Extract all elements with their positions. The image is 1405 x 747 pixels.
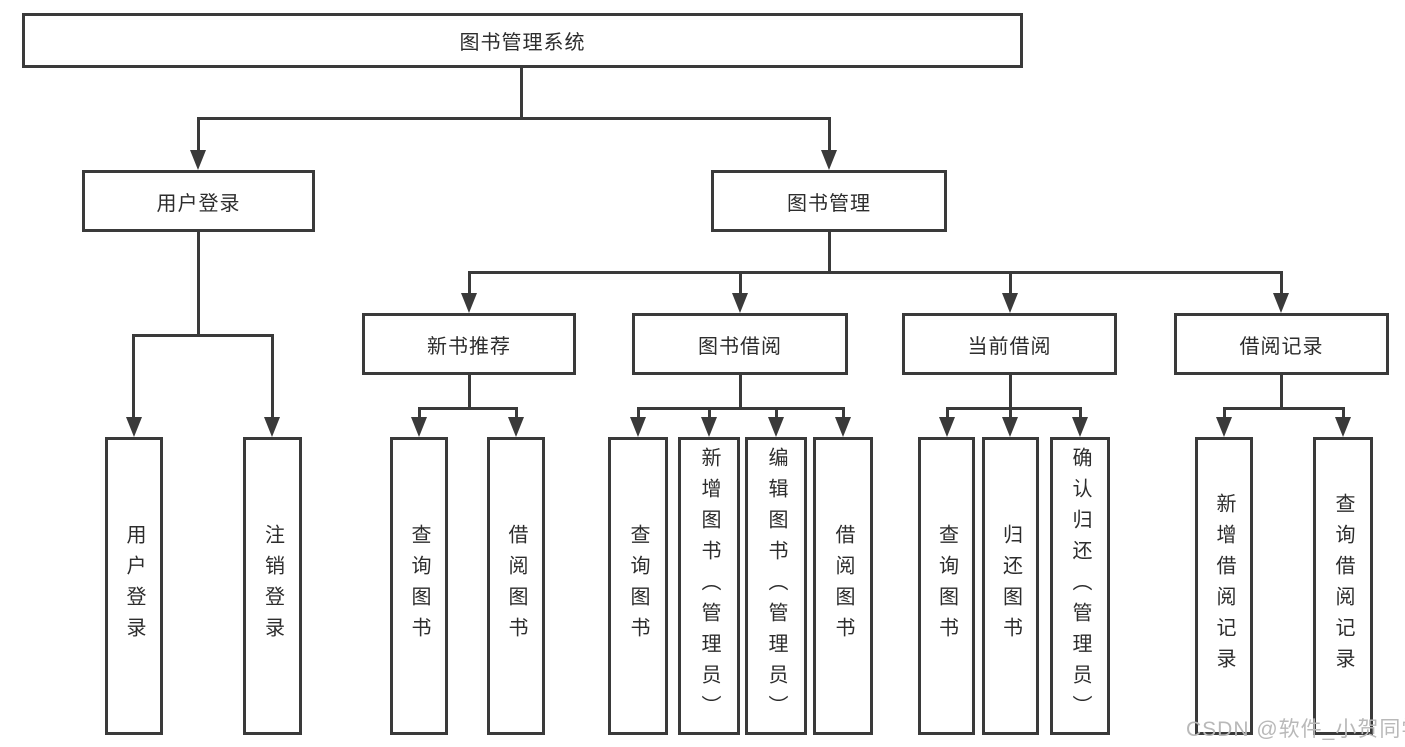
connector-stem [468, 375, 471, 409]
connector-drop [775, 407, 778, 419]
arrow-down-icon [939, 417, 955, 437]
arrow-down-icon [1072, 417, 1088, 437]
arrow-down-icon [1335, 417, 1351, 437]
connector-root-stem [520, 68, 523, 120]
connector-rail [418, 407, 518, 410]
node-nbr-query-books: 查询图书 [390, 437, 448, 735]
node-nbr-borrow-books: 借阅图书 [487, 437, 545, 735]
node-label: 用户登录 [123, 524, 145, 648]
node-br-query-record: 查询借阅记录 [1313, 437, 1373, 735]
node-label: 借阅图书 [832, 524, 854, 648]
connector-drop [1009, 271, 1012, 296]
connector-rail [946, 407, 1082, 410]
node-label: 新增图书（管理员） [698, 446, 720, 726]
connector-user-login-stem [197, 232, 200, 336]
node-label: 借阅记录 [1239, 335, 1324, 358]
node-book-management: 图书管理 [711, 170, 947, 232]
csdn-watermark: CSDN @软件_小贺同学 [1186, 718, 1405, 741]
node-label: 图书管理 [787, 192, 871, 215]
node-label: 图书管理系统 [459, 32, 586, 54]
node-label: 注销登录 [261, 524, 284, 648]
node-label: 确认归还（管理员） [1069, 446, 1091, 726]
arrow-down-icon [508, 417, 524, 437]
node-logout: 注销登录 [243, 437, 302, 735]
node-label: 归还图书 [999, 524, 1022, 648]
connector-drop [828, 117, 831, 153]
node-label: 查询图书 [408, 524, 430, 648]
node-label: 新书推荐 [427, 335, 511, 358]
connector-stem [739, 375, 742, 409]
node-label: 用户登录 [156, 192, 241, 215]
arrow-down-icon [190, 150, 206, 170]
connector-rail [637, 407, 845, 410]
connector-drop [1009, 407, 1012, 419]
connector-stem [1009, 375, 1012, 409]
node-book-borrowing: 图书借阅 [632, 313, 848, 375]
connector-drop [1079, 407, 1082, 419]
arrow-down-icon [630, 417, 646, 437]
node-root-library-system: 图书管理系统 [22, 13, 1023, 68]
connector-drop [418, 407, 421, 419]
arrow-down-icon [1002, 293, 1018, 313]
connector-book-mgmt-stem [828, 232, 831, 273]
node-label: 借阅图书 [505, 524, 527, 648]
node-label: 查询借阅记录 [1332, 493, 1354, 679]
node-bb-query-books: 查询图书 [608, 437, 668, 735]
node-label: 查询图书 [627, 524, 649, 648]
connector-drop [842, 407, 845, 419]
node-label: 编辑图书（管理员） [765, 446, 787, 726]
arrow-down-icon [411, 417, 427, 437]
connector-rail [1223, 407, 1345, 410]
node-label: 当前借阅 [967, 335, 1052, 358]
arrow-down-icon [1002, 417, 1018, 437]
connector-drop [271, 334, 274, 419]
connector-level2-rail [468, 271, 1283, 274]
connector-drop [1342, 407, 1345, 419]
node-cb-query-books: 查询图书 [918, 437, 975, 735]
connector-drop [637, 407, 640, 419]
connector-stem [1280, 375, 1283, 409]
arrow-down-icon [768, 417, 784, 437]
arrow-down-icon [701, 417, 717, 437]
arrow-down-icon [835, 417, 851, 437]
node-label: 新增借阅记录 [1213, 493, 1235, 679]
node-cb-confirm-return-admin: 确认归还（管理员） [1050, 437, 1110, 735]
connector-user-login-rail [132, 334, 274, 337]
node-bb-add-books-admin: 新增图书（管理员） [678, 437, 740, 735]
arrow-down-icon [821, 150, 837, 170]
node-cb-return-books: 归还图书 [982, 437, 1039, 735]
arrow-down-icon [1216, 417, 1232, 437]
arrow-down-icon [126, 417, 142, 437]
node-label: 图书借阅 [698, 335, 782, 358]
node-bb-borrow-books: 借阅图书 [813, 437, 873, 735]
connector-drop [197, 117, 200, 153]
node-label: 查询图书 [935, 524, 958, 648]
node-borrowing-records: 借阅记录 [1174, 313, 1389, 375]
connector-drop [708, 407, 711, 419]
node-user-login: 用户登录 [82, 170, 315, 232]
arrow-down-icon [732, 293, 748, 313]
node-bb-edit-books-admin: 编辑图书（管理员） [745, 437, 807, 735]
arrow-down-icon [1273, 293, 1289, 313]
connector-drop [468, 271, 471, 296]
node-br-add-record: 新增借阅记录 [1195, 437, 1253, 735]
connector-drop [946, 407, 949, 419]
node-current-borrowing: 当前借阅 [902, 313, 1117, 375]
arrow-down-icon [264, 417, 280, 437]
connector-drop [132, 334, 135, 419]
connector-drop [1223, 407, 1226, 419]
connector-drop [1280, 271, 1283, 296]
connector-drop [515, 407, 518, 419]
connector-level1-rail [197, 117, 831, 120]
connector-drop [739, 271, 742, 296]
arrow-down-icon [461, 293, 477, 313]
node-user-login-leaf: 用户登录 [105, 437, 163, 735]
node-new-book-recommend: 新书推荐 [362, 313, 576, 375]
